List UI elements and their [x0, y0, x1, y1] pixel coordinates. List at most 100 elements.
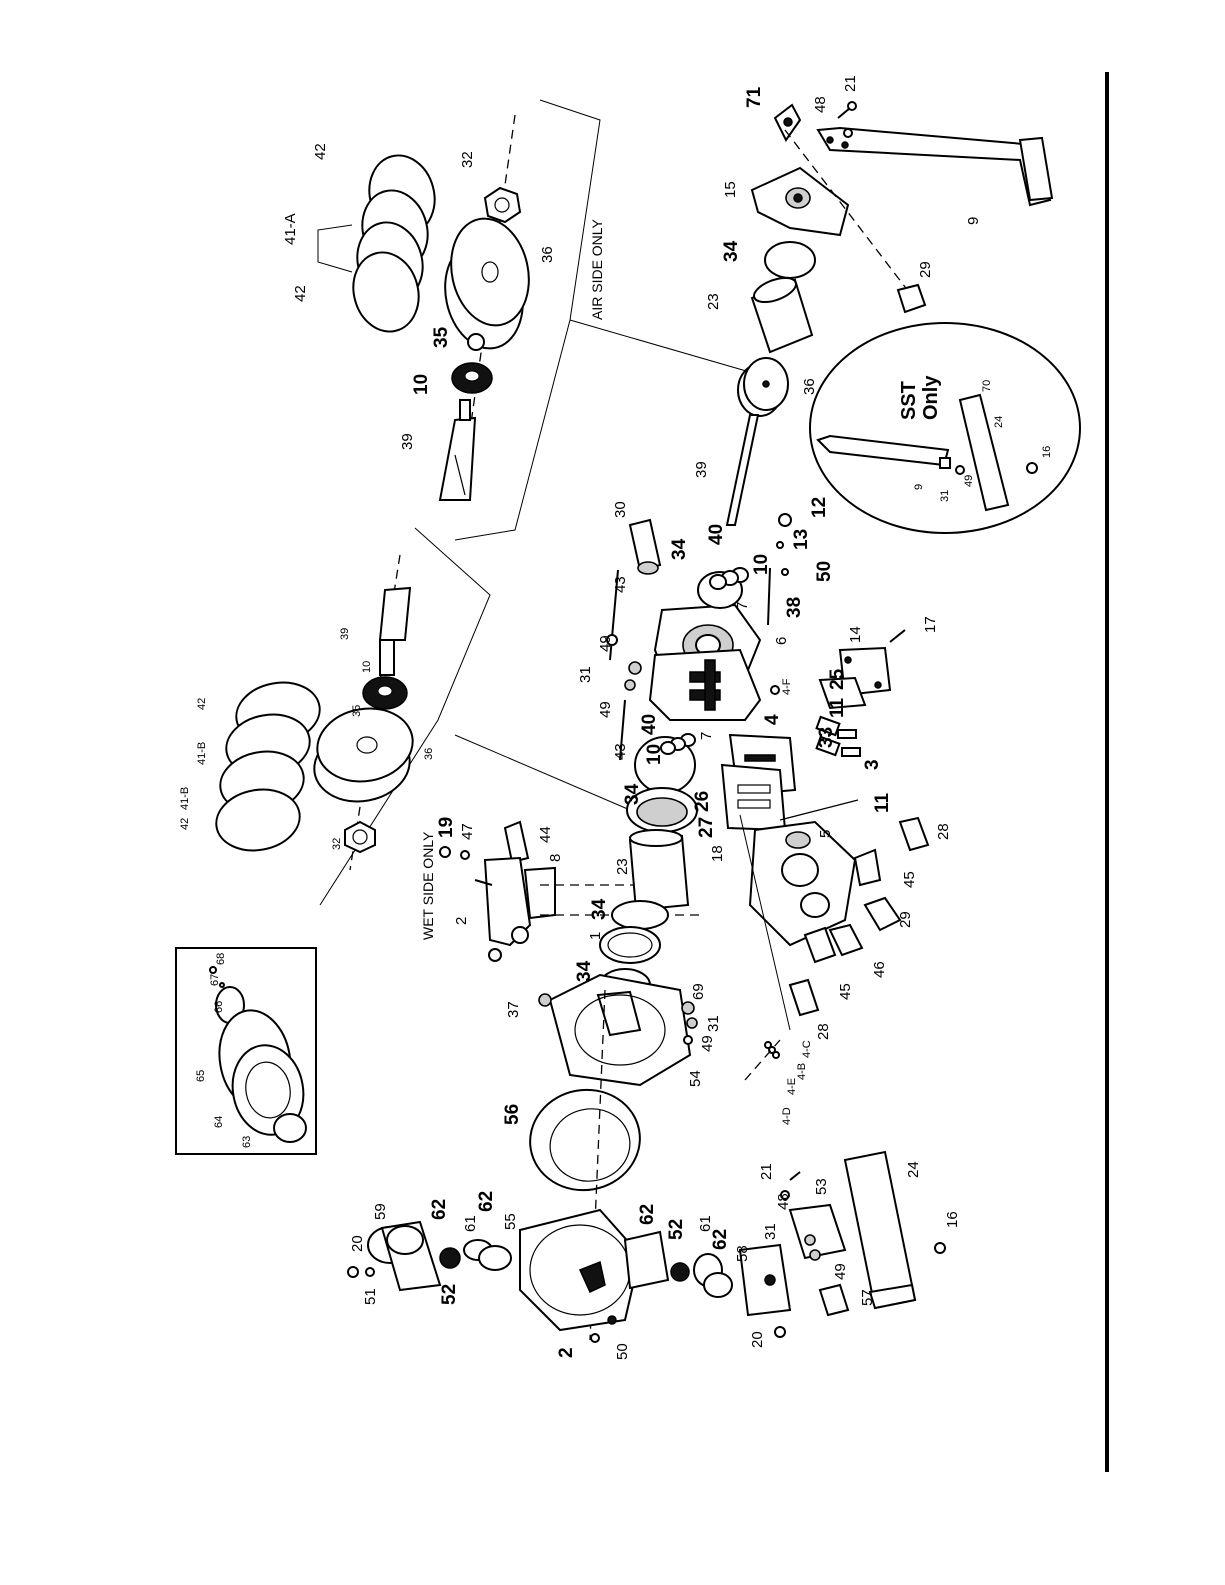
nut-69 — [681, 1001, 695, 1015]
callout-61: 61 — [697, 1215, 714, 1232]
callout-50: 50 — [814, 561, 835, 582]
callout-33: 33 — [816, 727, 837, 748]
callout-34: 34 — [574, 960, 595, 982]
callout-10: 10 — [411, 374, 432, 395]
callout-17: 17 — [922, 616, 939, 633]
callout-7: 7 — [734, 602, 751, 610]
seal-10-top — [451, 362, 493, 394]
washer-49-a — [606, 634, 618, 646]
callout-65: 65 — [195, 1070, 207, 1082]
piston-36-mid — [737, 357, 789, 417]
valve-plate-26 — [720, 763, 787, 832]
callout-4e: 4-E — [786, 1078, 798, 1095]
diaphragm-inset — [175, 947, 317, 1155]
callout-1: 1 — [587, 932, 604, 940]
callout-44: 44 — [537, 826, 554, 843]
washer-13 — [776, 541, 784, 549]
sst-label: SST — [898, 381, 920, 420]
callout-36: 36 — [539, 246, 556, 263]
sst-bar-24 — [958, 393, 1010, 512]
callout-70: 70 — [981, 380, 993, 392]
sst-inset-circle — [809, 322, 1081, 534]
callout-42: 42 — [179, 818, 191, 830]
callout-57: 57 — [859, 1289, 876, 1306]
callout-34: 34 — [622, 783, 643, 805]
callout-31: 31 — [577, 666, 594, 683]
callout-2: 2 — [556, 1347, 577, 1358]
elbow-62-right — [623, 1230, 670, 1290]
callout-51: 51 — [362, 1288, 379, 1305]
seal-10-right — [709, 567, 749, 590]
seat-62-top — [478, 1245, 512, 1271]
callout-35: 35 — [431, 326, 452, 348]
callout-10: 10 — [361, 661, 373, 673]
callout-49: 49 — [597, 701, 614, 718]
callout-9: 9 — [913, 484, 925, 490]
air-side-only-label: AIR SIDE ONLY — [589, 218, 605, 320]
callout-3: 3 — [862, 759, 883, 770]
fitting-44 — [503, 820, 530, 864]
callout-49: 49 — [597, 635, 614, 652]
cover-15 — [750, 166, 850, 237]
elbow-46 — [828, 923, 864, 957]
callout-31: 31 — [762, 1223, 779, 1240]
nut-68 — [209, 966, 217, 974]
ring-42-bottom — [352, 251, 420, 333]
stud-43-mid — [619, 699, 626, 761]
callout-66: 66 — [213, 1001, 225, 1013]
nut-37 — [538, 993, 552, 1007]
callout-40: 40 — [639, 714, 660, 735]
callout-38: 38 — [784, 597, 805, 618]
nut-31-wet — [686, 1017, 698, 1029]
callout-59: 59 — [372, 1203, 389, 1220]
piston-36-wet — [313, 707, 414, 803]
callout-46: 46 — [871, 961, 888, 978]
callout-37: 37 — [505, 1001, 522, 1018]
callout-36: 36 — [423, 748, 435, 760]
oring-group-4 — [744, 1039, 781, 1081]
washer-49-wet — [683, 1035, 693, 1045]
callout-28: 28 — [815, 1023, 832, 1040]
callout-4d: 4-D — [781, 1107, 793, 1125]
screw-21-bottom — [789, 1171, 801, 1181]
callout-58: 58 — [734, 1245, 751, 1262]
callout-11: 11 — [827, 697, 848, 718]
callout-40: 40 — [706, 524, 727, 545]
callout-31: 31 — [939, 490, 951, 502]
callout-9: 9 — [965, 217, 982, 225]
pin-11-lower — [779, 799, 859, 821]
fitting-2-bottom — [488, 948, 502, 962]
pin-38 — [767, 567, 771, 626]
screw-17 — [889, 629, 906, 643]
callout-24: 24 — [993, 416, 1005, 428]
pin-29-right — [863, 896, 902, 932]
callout-41a: 41-A — [282, 213, 299, 245]
callout-4f: 4-F — [781, 678, 793, 695]
sst-fitting-31 — [939, 457, 951, 469]
cylinder-23-wet — [628, 829, 690, 912]
sst-washer-49 — [955, 465, 965, 475]
ball-52-bottom — [670, 1262, 690, 1282]
callout-49: 49 — [832, 1263, 849, 1280]
callout-42: 42 — [196, 698, 208, 710]
callout-36: 36 — [801, 378, 818, 395]
nut-32-top — [483, 186, 522, 224]
oring-4f — [770, 685, 780, 695]
bracket-41a — [317, 224, 353, 273]
callout-16: 16 — [944, 1211, 961, 1228]
muffler-30 — [628, 518, 662, 575]
callout-26: 26 — [692, 791, 713, 812]
ring-1 — [599, 926, 661, 964]
bracket-53 — [788, 1203, 847, 1260]
washer-48-top — [843, 128, 853, 138]
wet-side-bracket — [319, 527, 491, 906]
wet-side-leader — [454, 734, 631, 811]
screw-16-bottom — [934, 1242, 946, 1254]
callout-5: 5 — [817, 830, 834, 838]
callout-43: 43 — [612, 743, 629, 760]
seals-3 — [837, 729, 861, 757]
callout-45: 45 — [837, 983, 854, 1000]
center-body-5 — [748, 820, 857, 947]
